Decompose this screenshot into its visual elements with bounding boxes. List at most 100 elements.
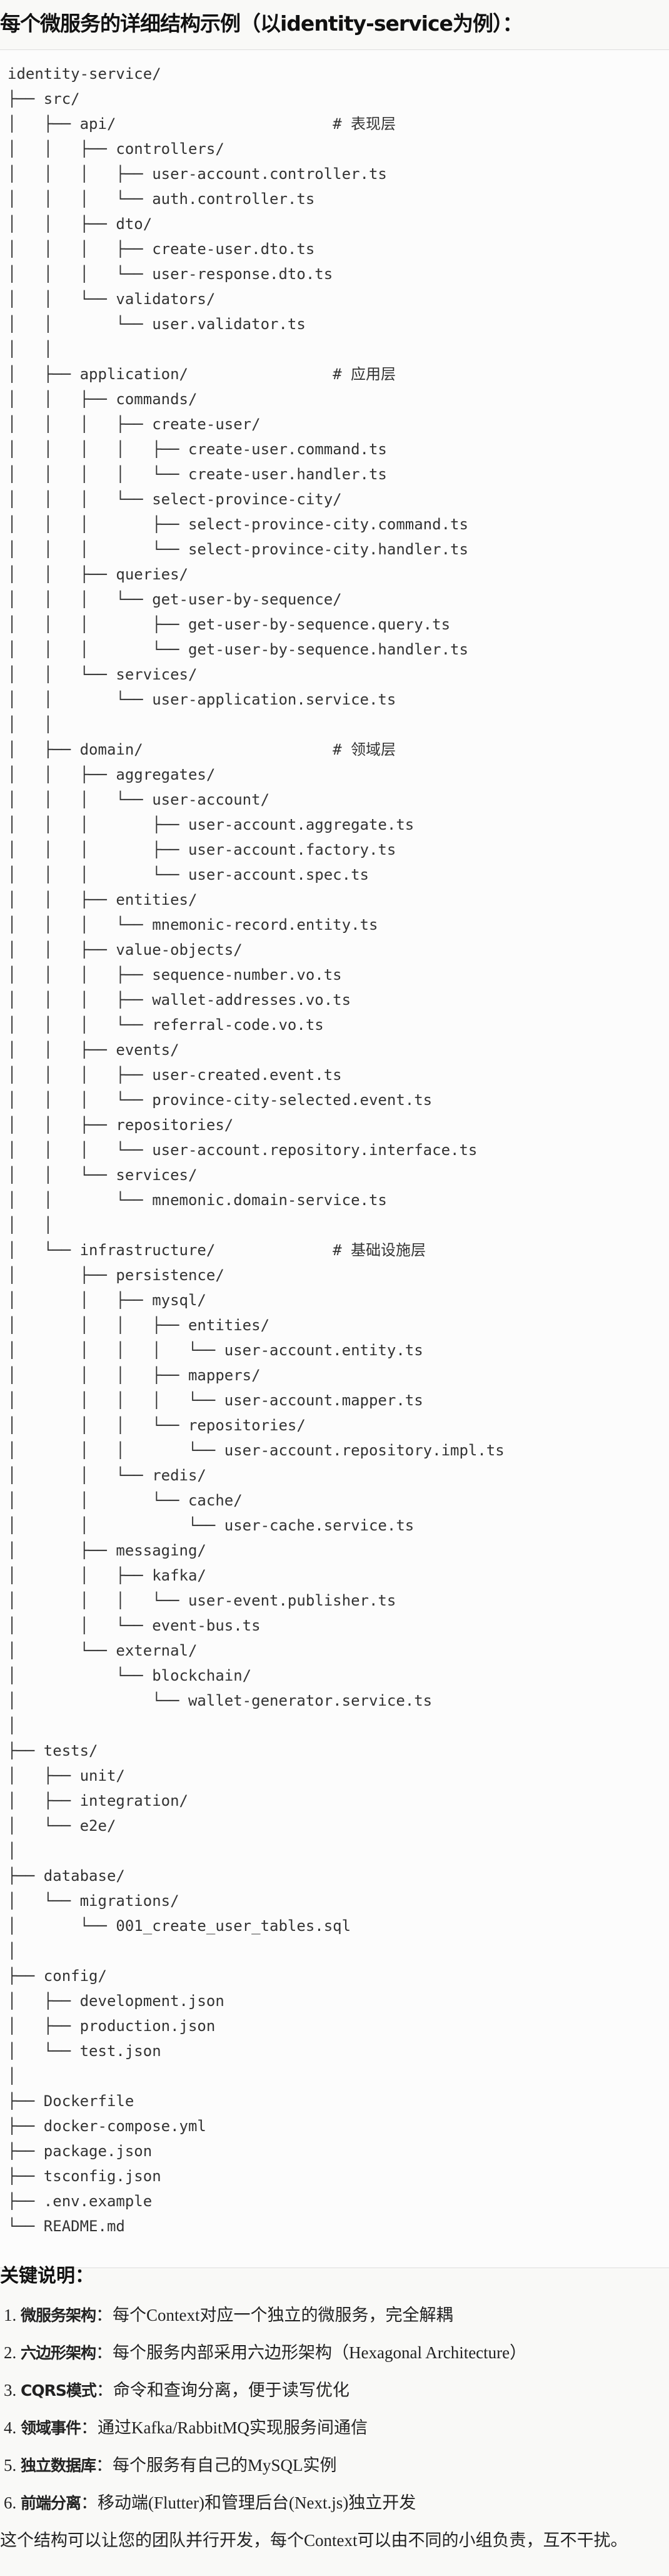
tree-entry: │ │ ├── dto/ [8, 215, 153, 233]
tree-entry: ├── .env.example [8, 2192, 153, 2210]
tree-line: │ │ │ └── user-account.spec.ts [8, 862, 505, 887]
key-note-sep: ： [96, 2343, 113, 2362]
tree-line: │ │ ├── mysql/ [8, 1288, 505, 1313]
tree-entry: │ │ [8, 340, 53, 358]
key-note-text: 通过Kafka/RabbitMQ实现服务间通信 [98, 2418, 368, 2437]
tree-line: │ └── blockchain/ [8, 1663, 505, 1688]
key-note-item: 3. CQRS模式：命令和查询分离，便于读写优化 [4, 2371, 526, 2409]
directory-tree: identity-service/├── src/│ ├── api/# 表现层… [8, 61, 505, 2239]
tree-entry: │ │ │ ├── user-account.controller.ts [8, 165, 387, 183]
key-note-text: 每个Context对应一个独立的微服务，完全解耦 [113, 2306, 453, 2324]
tree-line: │ │ │ └── province-city-selected.event.t… [8, 1087, 505, 1112]
tree-entry: │ │ │ └── mnemonic-record.entity.ts [8, 916, 378, 934]
tree-entry: └── README.md [8, 2217, 125, 2235]
tree-entry: │ ├── development.json [8, 1992, 224, 2010]
tree-line: ├── tests/ [8, 1738, 505, 1763]
key-note-label: 六边形架构 [21, 2344, 96, 2362]
tree-line: │ ├── domain/# 领域层 [8, 737, 505, 762]
tree-entry: │ │ │ │ └── user-account.mapper.ts [8, 1392, 423, 1409]
key-note-item: 1. 微服务架构：每个Context对应一个独立的微服务，完全解耦 [4, 2296, 526, 2334]
tree-entry: │ │ │ ├── select-province-city.command.t… [8, 516, 468, 533]
key-note-text: 每个服务内部采用六边形架构（Hexagonal Architecture） [113, 2343, 527, 2362]
tree-entry: │ └── blockchain/ [8, 1667, 252, 1684]
closing-paragraph: 这个结构可以让您的团队并行开发，每个Context可以由不同的小组负责，互不干扰… [0, 2531, 628, 2550]
tree-line: │ │ └── cache/ [8, 1488, 505, 1513]
tree-entry: │ │ │ └── user-account.repository.impl.t… [8, 1442, 505, 1459]
tree-line: │ ├── integration/ [8, 1788, 505, 1813]
tree-line: │ └── migrations/ [8, 1888, 505, 1913]
tree-entry: │ │ │ └── user-account.repository.interf… [8, 1141, 478, 1159]
tree-line: │ │ │ ├── entities/ [8, 1313, 505, 1338]
layer-comment: # 领域层 [333, 741, 396, 758]
tree-line: │ │ │ └── auth.controller.ts [8, 186, 505, 211]
key-note-num: 4. [4, 2418, 21, 2437]
tree-line: │ │ [8, 1213, 505, 1238]
tree-line: │ ├── persistence/ [8, 1263, 505, 1288]
tree-entry: ├── tsconfig.json [8, 2167, 161, 2185]
tree-line: │ │ │ ├── mappers/ [8, 1363, 505, 1388]
key-note-item: 5. 独立数据库：每个服务有自己的MySQL实例 [4, 2446, 526, 2484]
tree-entry: │ │ │ ├── wallet-addresses.vo.ts [8, 991, 351, 1009]
tree-entry: │ │ ├── aggregates/ [8, 766, 216, 783]
key-note-item: 2. 六边形架构：每个服务内部采用六边形架构（Hexagonal Archite… [4, 2334, 526, 2371]
tree-entry: ├── Dockerfile [8, 2092, 134, 2110]
tree-line: │ │ ├── events/ [8, 1037, 505, 1062]
tree-line: │ │ ├── controllers/ [8, 136, 505, 161]
tree-entry: │ │ │ │ └── user-account.entity.ts [8, 1341, 423, 1359]
tree-line: ├── database/ [8, 1863, 505, 1888]
tree-line: │ │ └── user-application.service.ts [8, 687, 505, 712]
tree-line: │ │ [8, 337, 505, 362]
key-note-sep: ： [96, 2381, 113, 2400]
tree-entry: │ │ │ └── repositories/ [8, 1417, 306, 1434]
tree-line: │ └── external/ [8, 1638, 505, 1663]
tree-entry: │ [8, 1942, 17, 1960]
tree-entry: │ │ ├── value-objects/ [8, 941, 243, 959]
key-note-item: 6. 前端分离：移动端(Flutter)和管理后台(Next.js)独立开发 [4, 2484, 526, 2522]
tree-line: ├── src/ [8, 86, 505, 111]
tree-entry: │ │ │ ├── create-user/ [8, 415, 261, 433]
tree-line: │ │ │ │ └── create-user.handler.ts [8, 462, 505, 487]
tree-entry: │ └── 001_create_user_tables.sql [8, 1917, 351, 1935]
tree-entry: │ │ ├── commands/ [8, 390, 198, 408]
tree-line: │ │ ├── commands/ [8, 387, 505, 412]
tree-entry: │ │ └── services/ [8, 666, 198, 683]
tree-line: │ │ ├── aggregates/ [8, 762, 505, 787]
tree-line: │ │ ├── value-objects/ [8, 937, 505, 962]
tree-entry: │ [8, 2067, 17, 2085]
tree-entry: │ │ └── user-cache.service.ts [8, 1517, 415, 1534]
key-note-text: 每个服务有自己的MySQL实例 [113, 2456, 337, 2475]
tree-line: │ │ │ ├── create-user/ [8, 412, 505, 437]
tree-line: │ │ │ │ ├── create-user.command.ts [8, 437, 505, 462]
tree-line: │ [8, 1938, 505, 1963]
tree-line: │ ├── messaging/ [8, 1538, 505, 1563]
tree-entry: │ └── external/ [8, 1642, 198, 1659]
tree-entry: │ └── infrastructure/ [8, 1241, 216, 1259]
tree-entry: │ │ │ └── get-user-by-sequence/ [8, 591, 342, 608]
tree-line: │ └── wallet-generator.service.ts [8, 1688, 505, 1713]
key-note-label: 领域事件 [21, 2419, 81, 2437]
tree-entry: │ │ │ ├── user-account.aggregate.ts [8, 816, 415, 833]
tree-line: │ │ │ │ └── user-account.mapper.ts [8, 1388, 505, 1413]
tree-line: │ │ └── services/ [8, 1163, 505, 1188]
tree-entry: │ │ ├── mysql/ [8, 1291, 206, 1309]
key-note-num: 3. [4, 2381, 21, 2400]
tree-entry: │ │ │ └── user-account/ [8, 791, 270, 808]
key-note-sep: ： [96, 2456, 113, 2475]
tree-entry: │ │ │ └── auth.controller.ts [8, 190, 315, 208]
tree-line: │ │ └── validators/ [8, 287, 505, 312]
tree-entry: │ │ │ │ └── create-user.handler.ts [8, 466, 387, 483]
tree-entry: │ [8, 1842, 17, 1860]
tree-entry: │ │ └── event-bus.ts [8, 1617, 261, 1634]
tree-entry: │ │ [8, 1216, 53, 1234]
tree-entry: │ │ ├── entities/ [8, 891, 198, 909]
tree-line: │ │ │ └── mnemonic-record.entity.ts [8, 912, 505, 937]
tree-entry: │ ├── application/ [8, 365, 188, 383]
tree-entry: ├── database/ [8, 1867, 125, 1885]
tree-line: identity-service/ [8, 61, 505, 86]
tree-line: │ │ ├── queries/ [8, 562, 505, 587]
tree-line: │ │ │ ├── user-created.event.ts [8, 1062, 505, 1087]
tree-line: │ │ │ └── get-user-by-sequence/ [8, 587, 505, 612]
tree-line: │ ├── production.json [8, 2013, 505, 2039]
tree-entry: │ [8, 1717, 17, 1734]
key-note-text: 移动端(Flutter)和管理后台(Next.js)独立开发 [98, 2493, 416, 2512]
